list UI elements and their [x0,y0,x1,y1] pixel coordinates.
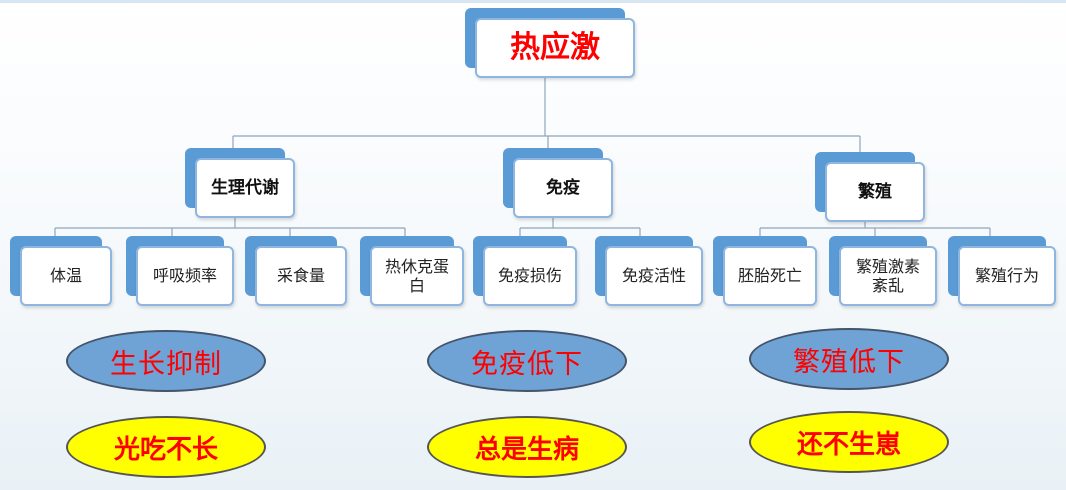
leaf-node-embryo-death: 胚胎死亡 [713,236,817,306]
effect-ellipse-reproduction: 繁殖低下 [749,328,949,390]
category-label: 免疫 [513,158,613,218]
leaf-node-body-temp: 体温 [10,236,112,306]
leaf-label: 胚胎死亡 [723,246,817,306]
root-node: 热应激 [465,8,635,78]
slogan-ellipse-immunity: 总是生病 [427,416,627,478]
leaf-label: 体温 [20,246,112,306]
leaf-node-reproductive-behavior: 繁殖行为 [948,236,1056,306]
category-node-immunity: 免疫 [503,148,613,218]
root-label: 热应激 [475,18,635,78]
leaf-node-immune-damage: 免疫损伤 [473,236,577,306]
leaf-label: 免疫损伤 [483,246,577,306]
leaf-label: 免疫活性 [605,246,703,306]
leaf-node-heat-shock-protein: 热休克蛋白 [360,236,464,306]
slogan-ellipse-growth: 光吃不长 [66,416,266,478]
category-node-reproduction: 繁殖 [815,152,925,222]
effect-ellipse-growth: 生长抑制 [66,330,266,392]
category-label: 繁殖 [825,162,925,222]
leaf-label: 繁殖行为 [958,246,1056,306]
top-divider [0,0,1066,3]
leaf-node-respiration: 呼吸频率 [126,236,234,306]
slogan-ellipse-reproduction: 还不生崽 [749,411,949,473]
category-node-physiology: 生理代谢 [185,148,295,218]
leaf-node-immune-activity: 免疫活性 [595,236,703,306]
leaf-label: 热休克蛋白 [370,246,464,306]
leaf-node-hormone-disorder: 繁殖激素紊乱 [829,236,937,306]
leaf-label: 采食量 [255,246,347,306]
effect-ellipse-immunity: 免疫低下 [427,330,627,392]
leaf-label: 呼吸频率 [136,246,234,306]
category-label: 生理代谢 [195,158,295,218]
leaf-node-feed-intake: 采食量 [245,236,347,306]
leaf-label: 繁殖激素紊乱 [839,246,937,306]
